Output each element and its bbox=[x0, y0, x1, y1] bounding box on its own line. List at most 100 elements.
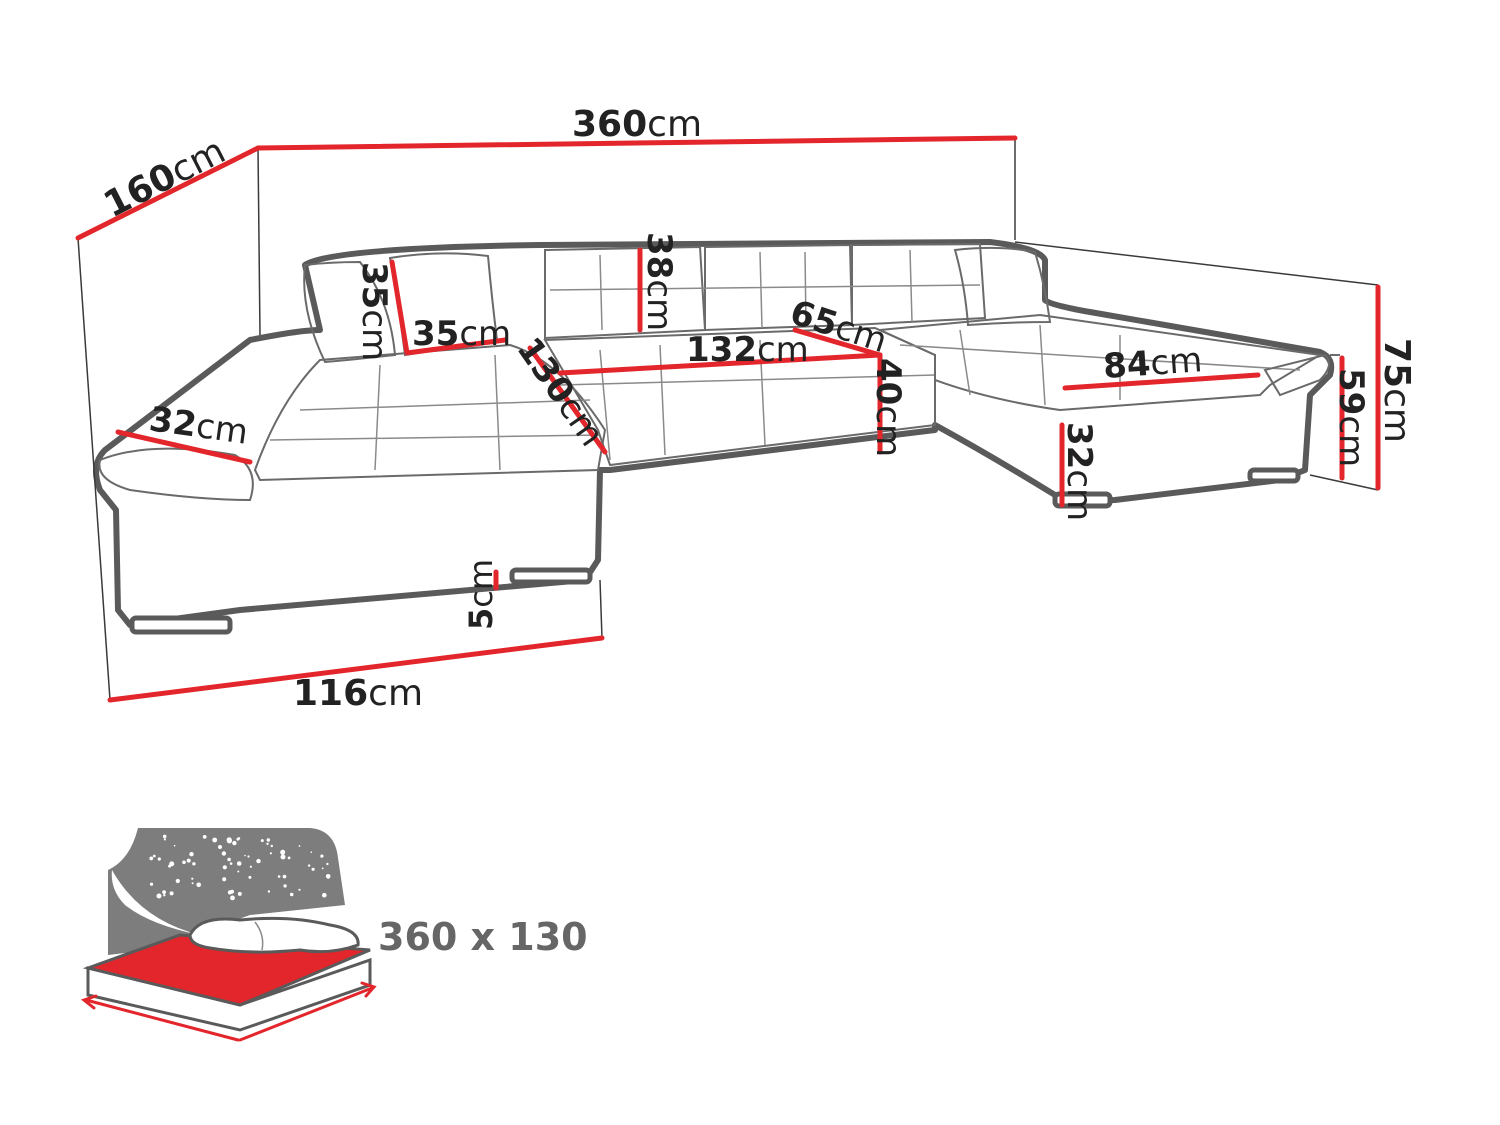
leg-left-front bbox=[129, 615, 233, 635]
label-pillow-width: 35cm bbox=[412, 314, 511, 354]
leg-right-back bbox=[1247, 467, 1301, 484]
dim-line-pillow-height bbox=[389, 259, 410, 356]
bed-night-icon: 360 x 130 bbox=[80, 828, 588, 1042]
star bbox=[282, 874, 287, 879]
label-overall-depth: 160cm bbox=[97, 130, 231, 226]
left-chaise-seat bbox=[253, 343, 607, 482]
dim-line-pillow-width bbox=[404, 337, 508, 356]
back-cushion-3 bbox=[851, 242, 987, 327]
star bbox=[298, 845, 301, 847]
leg-left-back bbox=[509, 567, 593, 585]
arrow-head-right bbox=[360, 981, 377, 998]
guide-bottom-right bbox=[599, 579, 603, 639]
star bbox=[168, 864, 172, 868]
sofa-drawing bbox=[93, 239, 1335, 635]
star bbox=[186, 858, 191, 863]
dim-line-width bbox=[255, 135, 1018, 151]
star bbox=[189, 852, 194, 857]
star bbox=[196, 882, 201, 888]
left-pillow-1 bbox=[303, 260, 397, 364]
star bbox=[249, 865, 252, 868]
star bbox=[266, 838, 270, 842]
right-armrest bbox=[1263, 353, 1330, 397]
star bbox=[192, 862, 196, 866]
guide-left-back bbox=[257, 147, 261, 336]
star bbox=[229, 862, 233, 865]
star bbox=[236, 837, 240, 841]
dim-line-armrest-width bbox=[115, 429, 253, 465]
star bbox=[163, 894, 166, 897]
star bbox=[230, 895, 235, 901]
bed-arrow-width bbox=[238, 986, 374, 1042]
guide-right-base bbox=[1309, 474, 1379, 491]
star bbox=[221, 851, 227, 856]
dim-line-seat-depth bbox=[527, 345, 608, 455]
star bbox=[218, 845, 222, 849]
dim-line-depth bbox=[75, 145, 261, 241]
star bbox=[266, 842, 269, 845]
right-pillow bbox=[953, 246, 1052, 327]
leg-right-front bbox=[1052, 491, 1113, 509]
star bbox=[149, 856, 154, 861]
star bbox=[222, 877, 227, 882]
star bbox=[191, 882, 194, 885]
label-middle-seat-width: 132cm bbox=[686, 330, 809, 370]
left-seat-quilting bbox=[269, 354, 601, 471]
back-cushion-tufting bbox=[549, 249, 981, 331]
star bbox=[267, 890, 271, 893]
star bbox=[237, 891, 242, 896]
star bbox=[283, 884, 287, 888]
label-armrest-width: 32cm bbox=[147, 399, 251, 452]
star bbox=[322, 892, 327, 898]
middle-seat-quilting bbox=[559, 339, 936, 461]
dim-line-corner-depth bbox=[792, 327, 883, 358]
label-leg-height: 5cm bbox=[462, 559, 500, 630]
sleeping-area-label: 360 x 130 bbox=[378, 915, 588, 959]
right-seat-quilting bbox=[899, 324, 1301, 406]
star bbox=[227, 857, 231, 862]
star bbox=[320, 854, 324, 858]
star bbox=[277, 875, 281, 878]
star bbox=[157, 857, 161, 861]
label-chaise-length: 116cm bbox=[293, 673, 423, 714]
star bbox=[152, 854, 156, 858]
star bbox=[226, 837, 232, 843]
sofa-backrest bbox=[93, 239, 1335, 628]
label-overall-width: 360cm bbox=[572, 104, 702, 145]
star bbox=[149, 882, 154, 886]
guide-lines bbox=[77, 138, 1379, 701]
star bbox=[162, 890, 167, 894]
left-armrest bbox=[98, 447, 254, 502]
star bbox=[169, 891, 174, 896]
star bbox=[232, 840, 237, 846]
dim-line-chaise-length bbox=[107, 635, 605, 703]
star bbox=[289, 892, 294, 897]
label-total-height: 75cm bbox=[1376, 338, 1417, 443]
star bbox=[298, 888, 301, 891]
star bbox=[327, 876, 330, 879]
star bbox=[222, 865, 227, 870]
label-backrest-height: 38cm bbox=[639, 232, 679, 331]
mattress-top bbox=[82, 933, 371, 1007]
guide-left-vertical bbox=[77, 237, 111, 701]
label-base-height: 32cm bbox=[1059, 422, 1099, 521]
stars bbox=[149, 834, 331, 901]
middle-seat bbox=[543, 326, 936, 467]
moon-arc bbox=[111, 870, 200, 935]
star bbox=[311, 867, 315, 871]
dim-line-middle-seat bbox=[557, 352, 883, 376]
star bbox=[227, 890, 232, 895]
star bbox=[182, 860, 186, 865]
star bbox=[326, 862, 329, 866]
bed-arrow-depth bbox=[84, 998, 240, 1042]
star bbox=[325, 874, 331, 879]
star bbox=[175, 878, 180, 884]
star bbox=[321, 867, 324, 870]
star bbox=[269, 852, 272, 855]
star bbox=[248, 875, 252, 879]
star bbox=[173, 844, 176, 847]
arrow-head-left bbox=[80, 994, 98, 1010]
pillow-seam bbox=[254, 921, 264, 951]
label-seat-height: 40cm bbox=[868, 358, 908, 457]
